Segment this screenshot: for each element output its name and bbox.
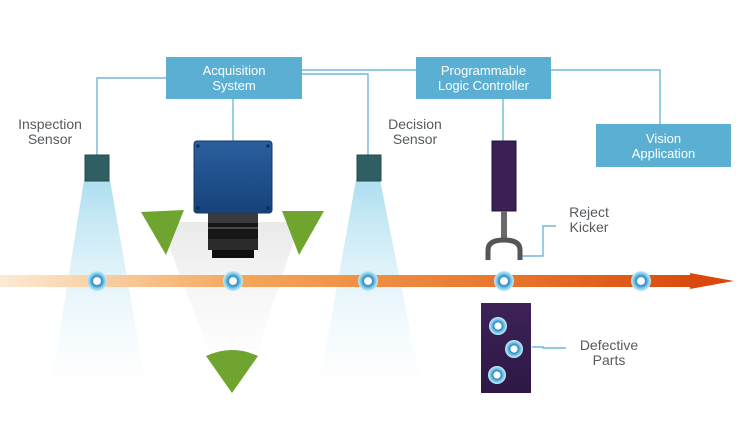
vision-application-label: Vision Application [631, 130, 696, 161]
acquisition-system-box: Acquisition System [166, 57, 302, 99]
wire-defective-parts [532, 346, 566, 349]
part-icon [505, 340, 523, 358]
part-icon [631, 271, 651, 291]
wire-reject-kicker [521, 225, 556, 257]
reject-kicker-label: Reject Kicker [569, 204, 609, 235]
inspection-sensor-label: Inspection Sensor [18, 116, 82, 147]
wire-plc-vision [551, 69, 661, 124]
plc-box: Programmable Logic Controller [416, 57, 551, 99]
wire-decision-sensor [302, 73, 369, 158]
lighting-triangle-left [141, 210, 184, 255]
part-icon [494, 271, 514, 291]
conveyor-parts [87, 271, 651, 291]
lighting-triangle-bottom [206, 350, 258, 393]
camera-icon [193, 140, 273, 258]
vision-application-box: Vision Application [596, 124, 731, 167]
reject-kicker-icon [485, 140, 523, 260]
acquisition-system-label: Acquisition System [202, 63, 266, 93]
wire-inspection-sensor [96, 77, 166, 158]
decision-sensor-label: Decision Sensor [388, 116, 442, 147]
defective-parts-label: Defective Parts [579, 337, 639, 368]
part-icon [87, 271, 107, 291]
lighting-triangle-right [282, 211, 324, 255]
part-icon [223, 271, 243, 291]
conveyor-arrow-icon [0, 273, 734, 289]
connection-wires [96, 69, 661, 349]
part-icon [358, 271, 378, 291]
decision-sensor-icon [356, 154, 382, 182]
inspection-sensor-icon [84, 154, 110, 182]
part-icon [488, 366, 506, 384]
defective-parts-group [488, 317, 523, 384]
plc-label: Programmable Logic Controller [437, 63, 530, 93]
part-icon [489, 317, 507, 335]
